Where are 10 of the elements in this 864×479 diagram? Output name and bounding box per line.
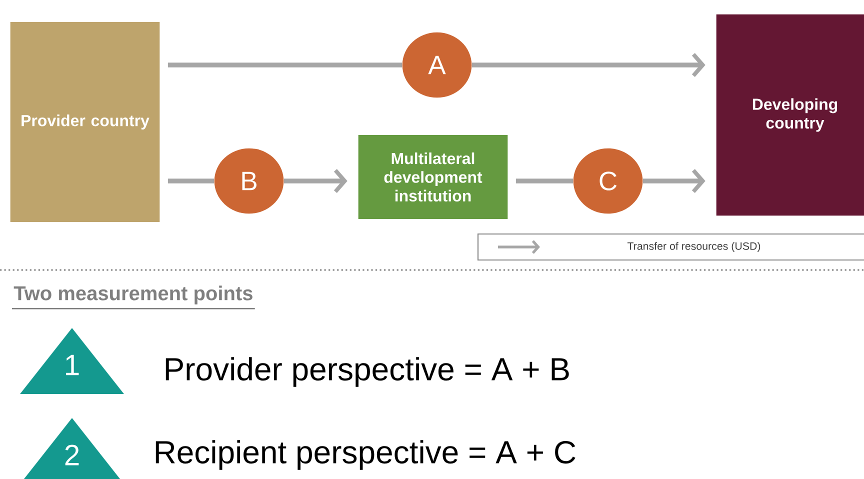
arrow [284, 169, 348, 193]
section-heading: Two measurement points [12, 286, 255, 310]
arrow [472, 53, 706, 77]
box: Developing country [716, 14, 864, 216]
box: Multilateral development institution [358, 135, 508, 219]
perspective-formula: Provider perspective = A + B [166, 357, 569, 387]
perspective-formula: Recipient perspective = A + C [156, 440, 576, 470]
arrow [642, 169, 706, 193]
box: Provider country [10, 22, 160, 222]
legend-text: Transfer of resources (USD) [627, 242, 760, 252]
